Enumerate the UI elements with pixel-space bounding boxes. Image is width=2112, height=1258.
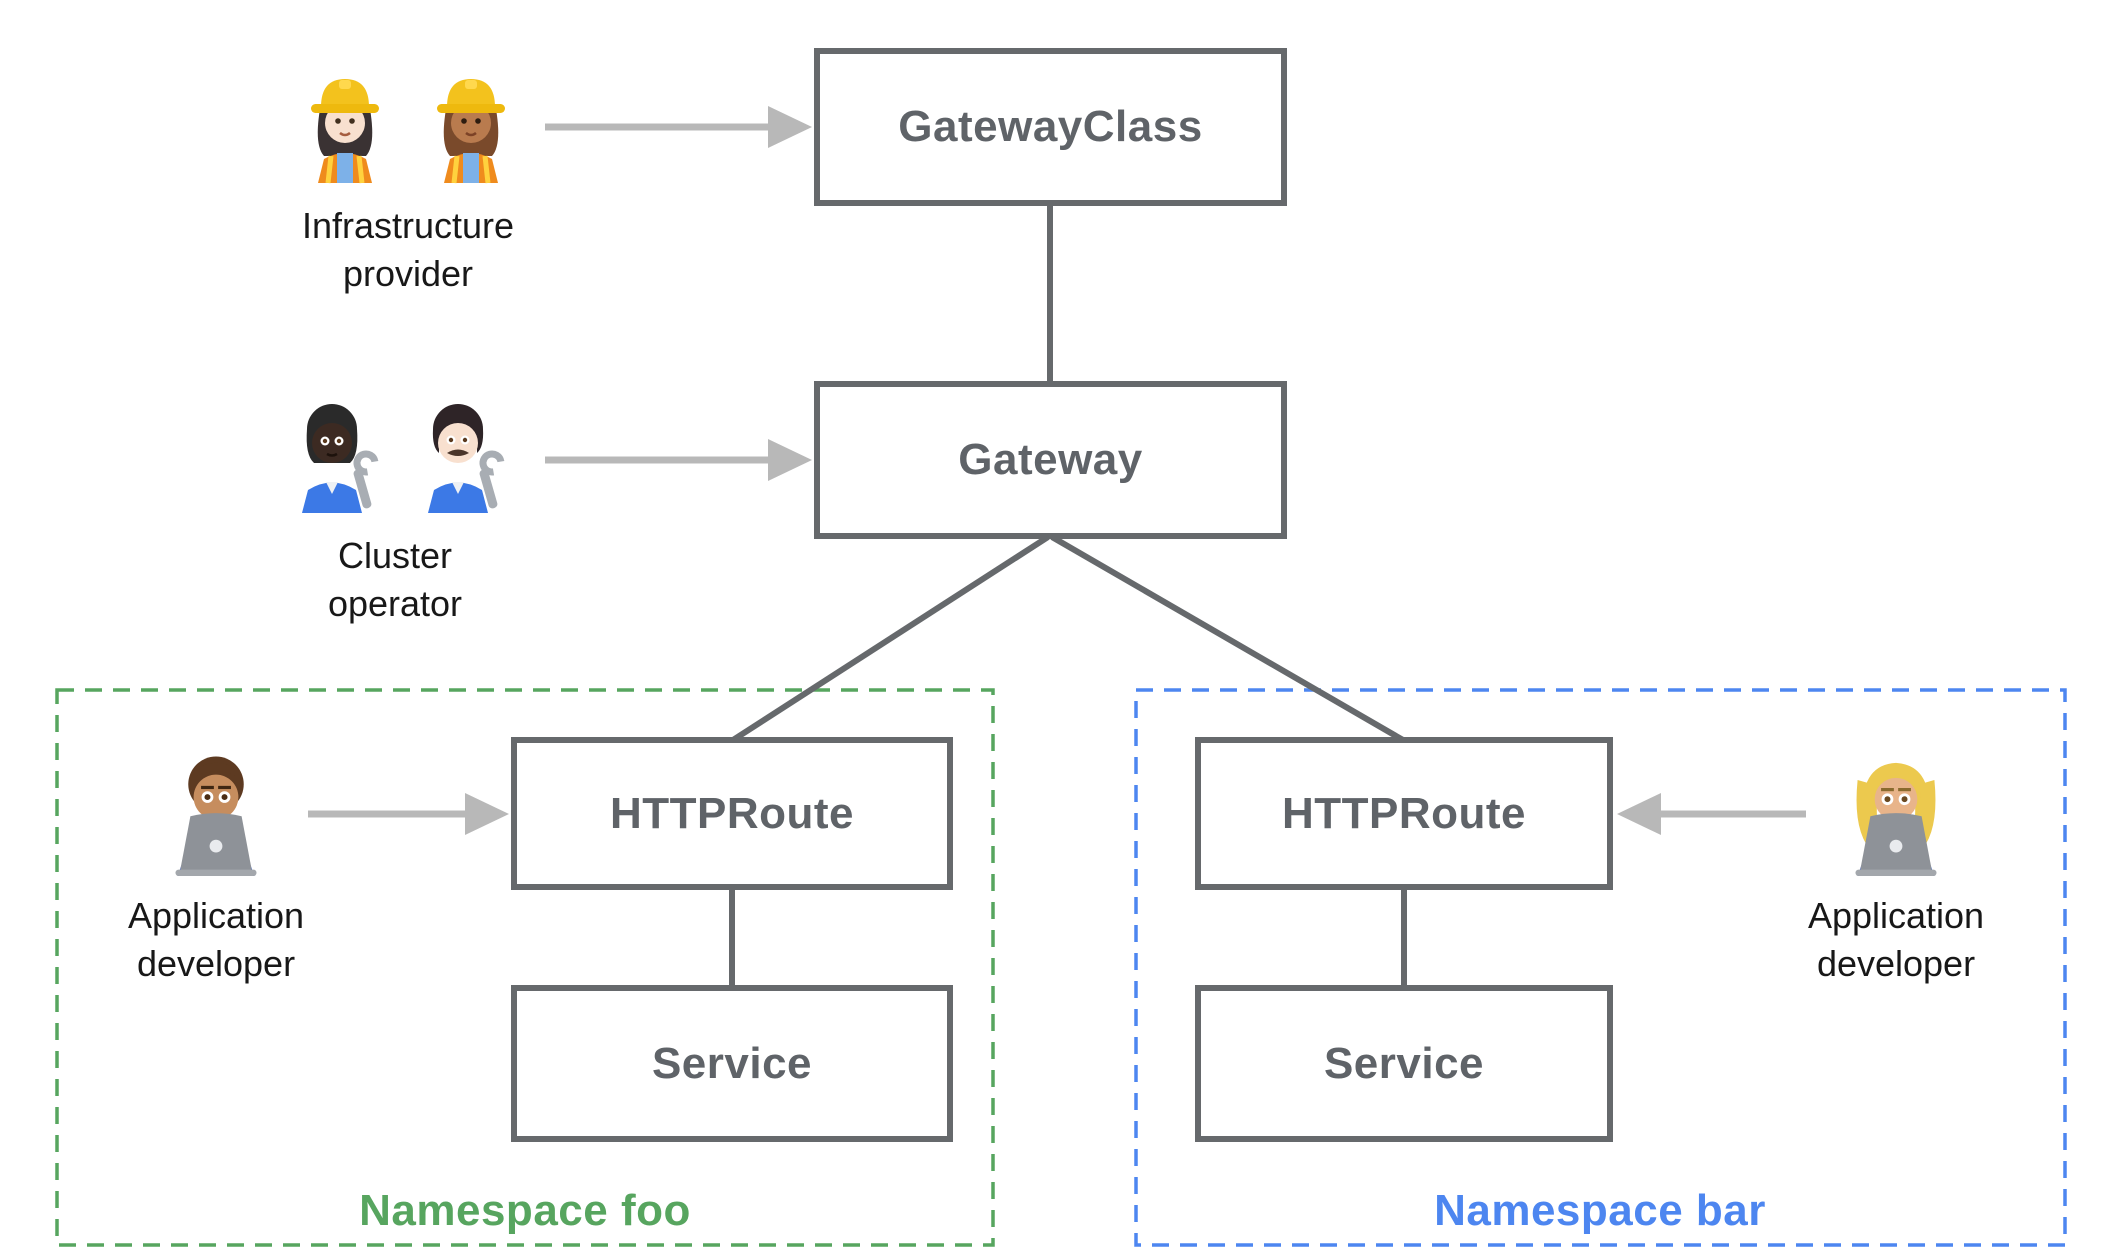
node-httproute-bar: HTTPRoute — [1195, 737, 1613, 890]
application-developer-bar-icons — [1840, 748, 1952, 876]
wrench-icon — [353, 450, 379, 509]
node-httproute-foo: HTTPRoute — [511, 737, 953, 890]
man-technologist-icon — [175, 756, 257, 876]
namespace-bar-boundary — [1134, 688, 2067, 1247]
persona-application-developer-foo: Application developer — [66, 748, 366, 987]
namespace-foo-label: Namespace foo — [359, 1186, 691, 1235]
woman-technologist-icon — [1855, 762, 1937, 876]
apple-logo-icon — [1889, 839, 1903, 853]
cluster-operator-icons — [282, 390, 508, 516]
edge-gateway-httproute-bar — [1050, 534, 1405, 743]
persona-infrastructure-provider: Infrastructure provider — [258, 60, 558, 297]
woman-construction-worker-medium-icon — [437, 79, 505, 184]
apple-logo-icon — [209, 839, 223, 853]
persona-application-developer-bar: Application developer — [1746, 748, 2046, 987]
namespace-foo-boundary — [55, 688, 995, 1247]
arrow-developer-to-httproute-bar — [1617, 793, 1806, 835]
node-gateway: Gateway — [814, 381, 1287, 539]
node-service-foo: Service — [511, 985, 953, 1142]
arrow-developer-to-httproute-foo — [308, 793, 509, 835]
application-developer-foo-icons — [160, 748, 272, 876]
infrastructure-provider-icons — [295, 60, 521, 186]
application-developer-bar-label: Application developer — [1807, 895, 1985, 984]
man-mechanic-light-icon — [428, 404, 505, 513]
woman-construction-worker-light-icon — [311, 79, 379, 184]
wrench-icon — [479, 450, 505, 509]
edge-gateway-httproute-foo — [731, 534, 1050, 743]
arrow-infrastructure-provider-to-gatewayclass — [545, 106, 812, 148]
arrow-cluster-operator-to-gateway — [545, 439, 812, 481]
namespace-bar-label: Namespace bar — [1434, 1186, 1766, 1235]
mechanic-dark-icon — [302, 404, 379, 513]
infrastructure-provider-label: Infrastructure provider — [301, 205, 515, 294]
persona-cluster-operator: Cluster operator — [245, 390, 545, 627]
node-gatewayclass: GatewayClass — [814, 48, 1287, 206]
cluster-operator-label: Cluster operator — [327, 535, 463, 624]
application-developer-foo-label: Application developer — [127, 895, 305, 984]
node-service-bar: Service — [1195, 985, 1613, 1142]
